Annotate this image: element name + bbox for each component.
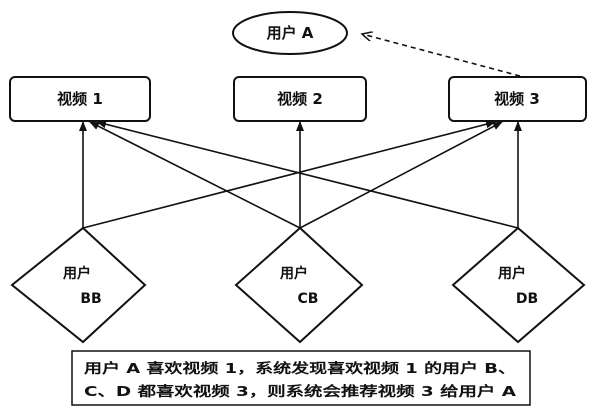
caption-line-2: C、D 都喜欢视频 3，则系统会推荐视频 3 给用户 A	[84, 383, 517, 400]
caption-line-1: 用户 A 喜欢视频 1，系统发现喜欢视频 1 的用户 B、	[84, 360, 516, 377]
user-cb-line2: CB	[298, 291, 319, 307]
user-diamond-bb	[10, 226, 147, 344]
video-node-2: 视频 2	[233, 76, 367, 122]
video-label-3: 视频 3	[494, 90, 540, 108]
video-box-1	[9, 76, 151, 122]
user-diamond-cb	[234, 226, 364, 344]
user-node-cb: 用户 CB	[234, 226, 364, 344]
user-diamond-db	[451, 226, 586, 344]
user-a-label: 用户 A	[267, 24, 314, 42]
video-node-3: 视频 3	[448, 76, 587, 122]
user-a-node: 用户 A	[232, 11, 348, 55]
user-db-line2: DB	[516, 291, 538, 307]
video-label-1: 视频 1	[57, 90, 103, 108]
user-a-ellipse	[232, 11, 348, 55]
user-db-line1: 用户	[498, 265, 526, 282]
user-bb-line2: BB	[80, 291, 101, 307]
video-node-1: 视频 1	[9, 76, 151, 122]
recommend-arrow	[362, 34, 521, 77]
edge-cb-video3	[299, 121, 503, 229]
video-label-2: 视频 2	[277, 90, 323, 108]
edges	[79, 120, 522, 229]
video-box-3	[448, 76, 587, 122]
user-cb-line1: 用户	[280, 265, 308, 282]
edge-db-video1	[96, 120, 519, 229]
caption: 用户 A 喜欢视频 1，系统发现喜欢视频 1 的用户 B、 C、D 都喜欢视频 …	[71, 350, 531, 406]
user-node-bb: 用户 BB	[10, 226, 147, 344]
edge-bb-video3	[82, 120, 496, 229]
caption-box	[71, 350, 531, 406]
video-box-2	[233, 76, 367, 122]
user-node-db: 用户 DB	[451, 226, 586, 344]
edge-cb-video1	[89, 121, 301, 229]
user-bb-line1: 用户	[63, 265, 91, 282]
